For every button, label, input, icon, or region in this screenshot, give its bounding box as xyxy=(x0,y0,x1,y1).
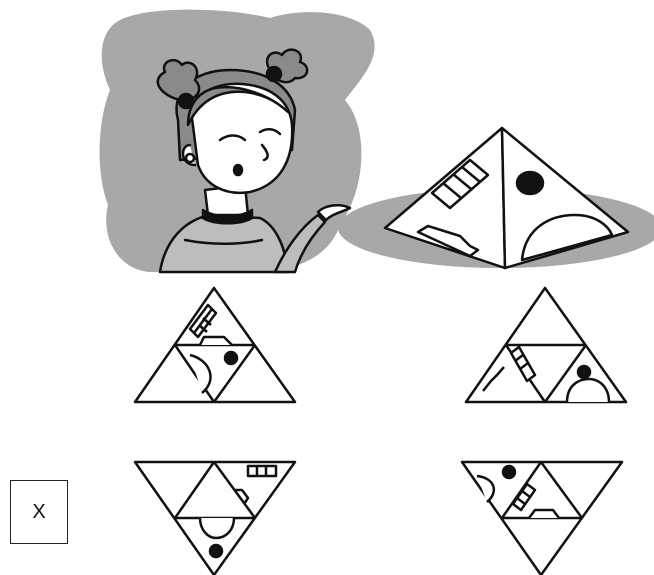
answer-mark-box[interactable]: X xyxy=(10,480,68,544)
answer-mark-text: X xyxy=(32,501,45,524)
net-option-d[interactable] xyxy=(455,458,629,575)
net-option-b[interactable] xyxy=(459,285,633,407)
net-option-c[interactable] xyxy=(128,458,302,575)
puzzle-illustration xyxy=(0,0,654,280)
net-option-a[interactable] xyxy=(128,285,302,407)
